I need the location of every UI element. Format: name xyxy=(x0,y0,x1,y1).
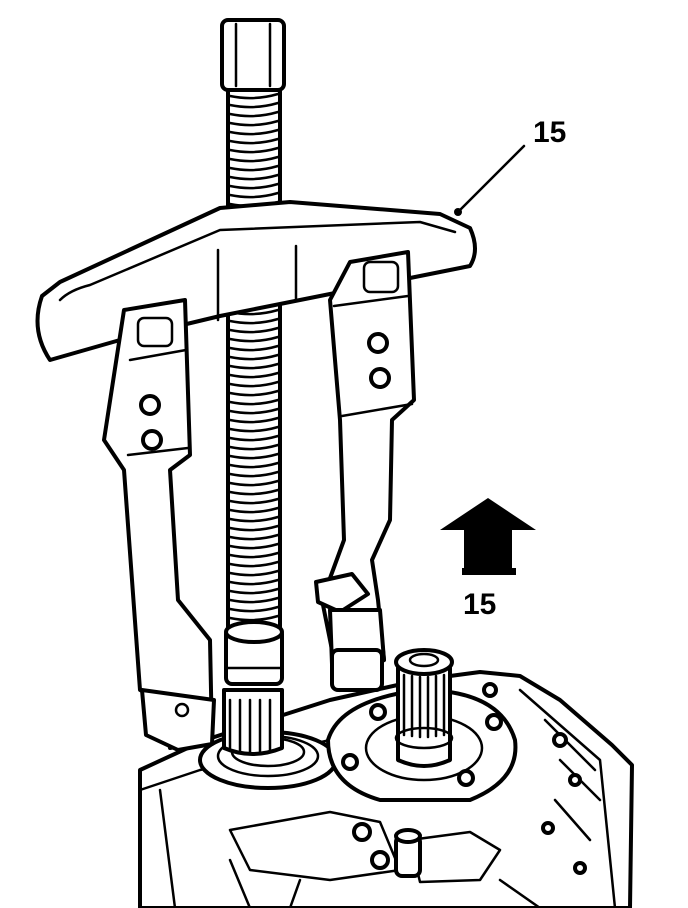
right-bearing-cover xyxy=(326,648,518,802)
callout-leader xyxy=(454,144,526,216)
right-puller-jaw xyxy=(314,250,416,692)
direction-callout-label: 15 xyxy=(463,588,496,621)
input-shaft xyxy=(222,688,284,756)
left-puller-jaw xyxy=(102,298,216,752)
forcing-screw xyxy=(220,18,286,686)
puller-callout-label: 15 xyxy=(533,116,566,149)
direction-arrow-icon xyxy=(440,498,536,575)
